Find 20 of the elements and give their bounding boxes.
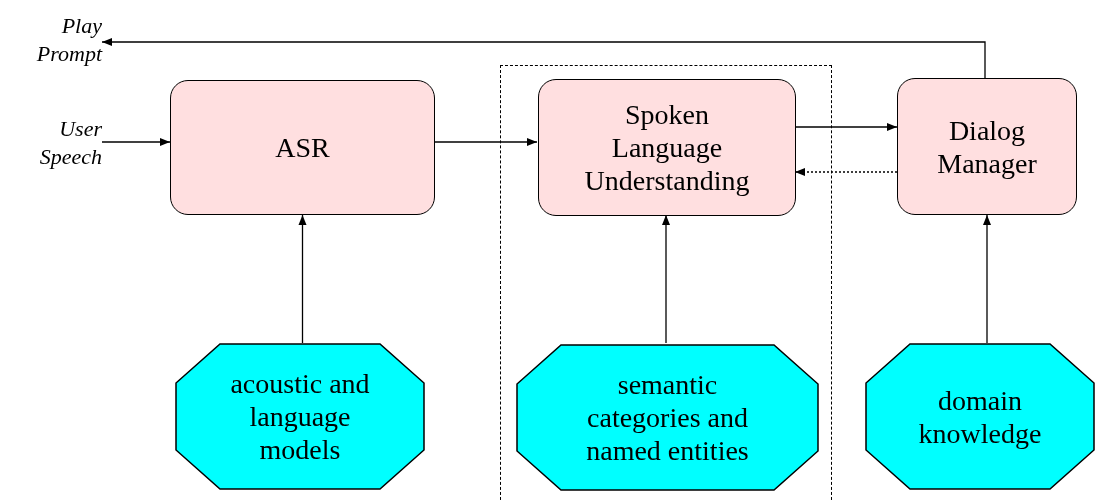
module-label: ASR — [275, 131, 330, 164]
arrow — [983, 214, 991, 344]
arrow — [794, 123, 898, 131]
module-label: Dialog Manager — [936, 113, 1038, 180]
arrow — [794, 168, 898, 176]
process-box — [170, 80, 435, 215]
resource-label: domain knowledge — [917, 383, 1043, 450]
module-label: Spoken Language Understanding — [583, 98, 751, 197]
io-label: User Speech — [38, 115, 102, 171]
io-label: Play Prompt — [35, 12, 102, 68]
resource-label: acoustic and language models — [229, 367, 371, 466]
process-box — [897, 78, 1077, 215]
resource-label: semantic categories and named entities — [585, 368, 750, 467]
process-box — [538, 79, 796, 216]
dashed-group-box — [500, 65, 832, 500]
arrow — [662, 214, 670, 344]
arrow — [434, 138, 538, 146]
arrow — [101, 138, 171, 146]
arrow — [101, 38, 986, 79]
arrow — [298, 214, 307, 344]
